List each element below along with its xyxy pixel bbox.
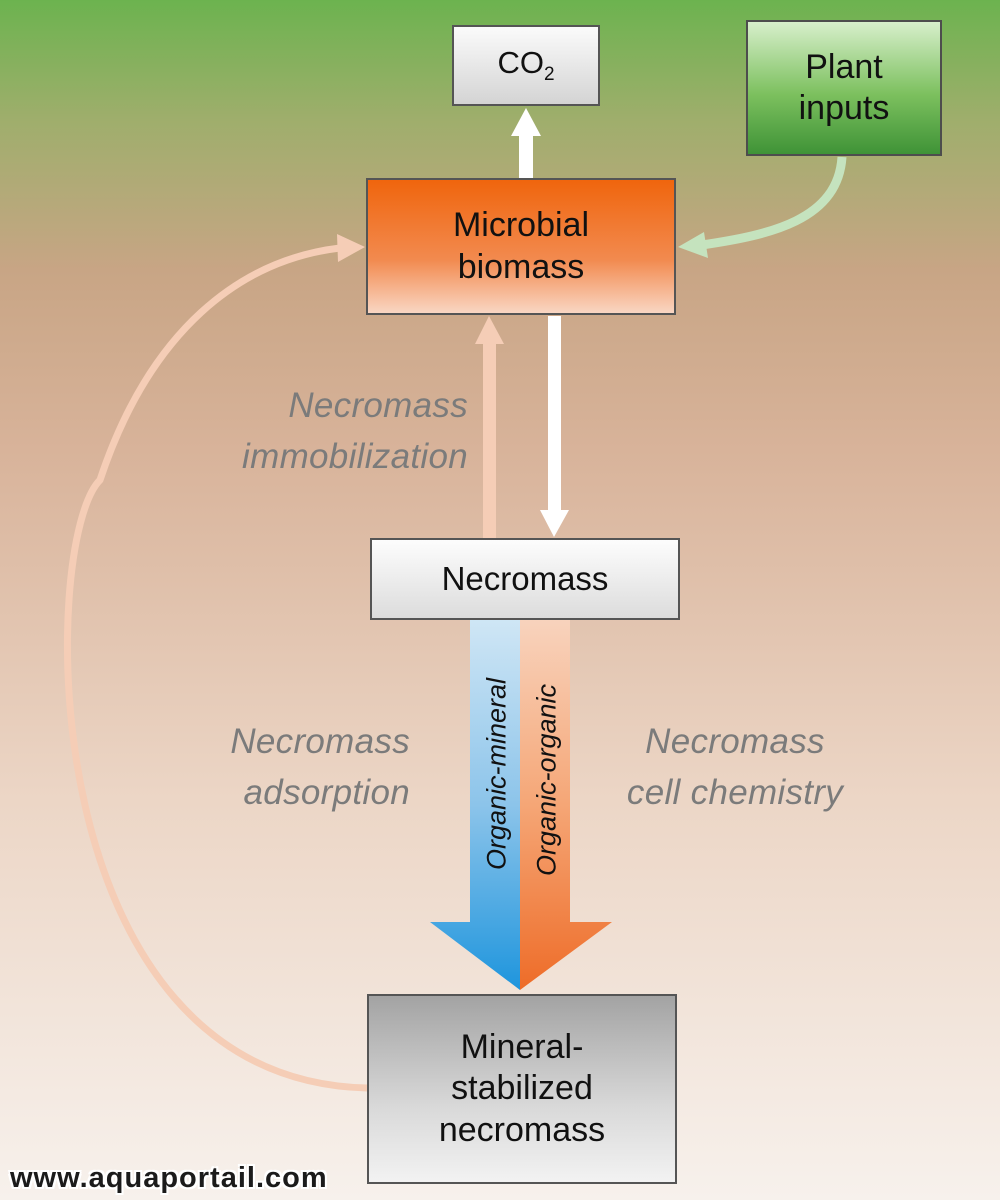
process-immobilization-label: Necromass immobilization bbox=[242, 386, 468, 476]
arrow-mineral-to-microbial-loop bbox=[63, 234, 368, 1092]
co2-subscript: 2 bbox=[543, 64, 555, 86]
mineral-stabilized-node: Mineral- stabilized necromass bbox=[367, 994, 677, 1184]
mineral-stabilized-label: Mineral- stabilized necromass bbox=[438, 1027, 606, 1149]
plant-inputs-label: Plant inputs bbox=[798, 47, 890, 127]
process-cell-chemistry-label: Necromass cell chemistry bbox=[626, 722, 844, 812]
microbial-biomass-label: Microbial biomass bbox=[452, 206, 590, 286]
watermark: www.aquaportail.com bbox=[10, 1162, 328, 1194]
arrow-necromass-immobilization bbox=[475, 316, 504, 538]
process-adsorption-label: Necromass adsorption bbox=[230, 722, 410, 812]
necromass-label: Necromass bbox=[441, 559, 609, 597]
necromass-node: Necromass bbox=[370, 538, 680, 620]
arrow-plant-to-microbial bbox=[678, 156, 847, 258]
arrow-microbial-to-co2 bbox=[511, 108, 541, 179]
flow-arrow-organic-organic bbox=[520, 620, 612, 990]
flow-label-organic-mineral: Organic-mineral bbox=[481, 677, 512, 871]
co2-label: CO2 bbox=[497, 45, 555, 86]
plant-inputs-node: Plant inputs bbox=[746, 20, 942, 156]
flow-label-organic-organic: Organic-organic bbox=[531, 683, 562, 877]
microbial-biomass-node: Microbial biomass bbox=[366, 178, 676, 315]
co2-node: CO2 bbox=[452, 25, 600, 106]
flow-arrow-organic-mineral bbox=[430, 620, 520, 990]
arrow-microbial-to-necromass bbox=[540, 316, 569, 537]
